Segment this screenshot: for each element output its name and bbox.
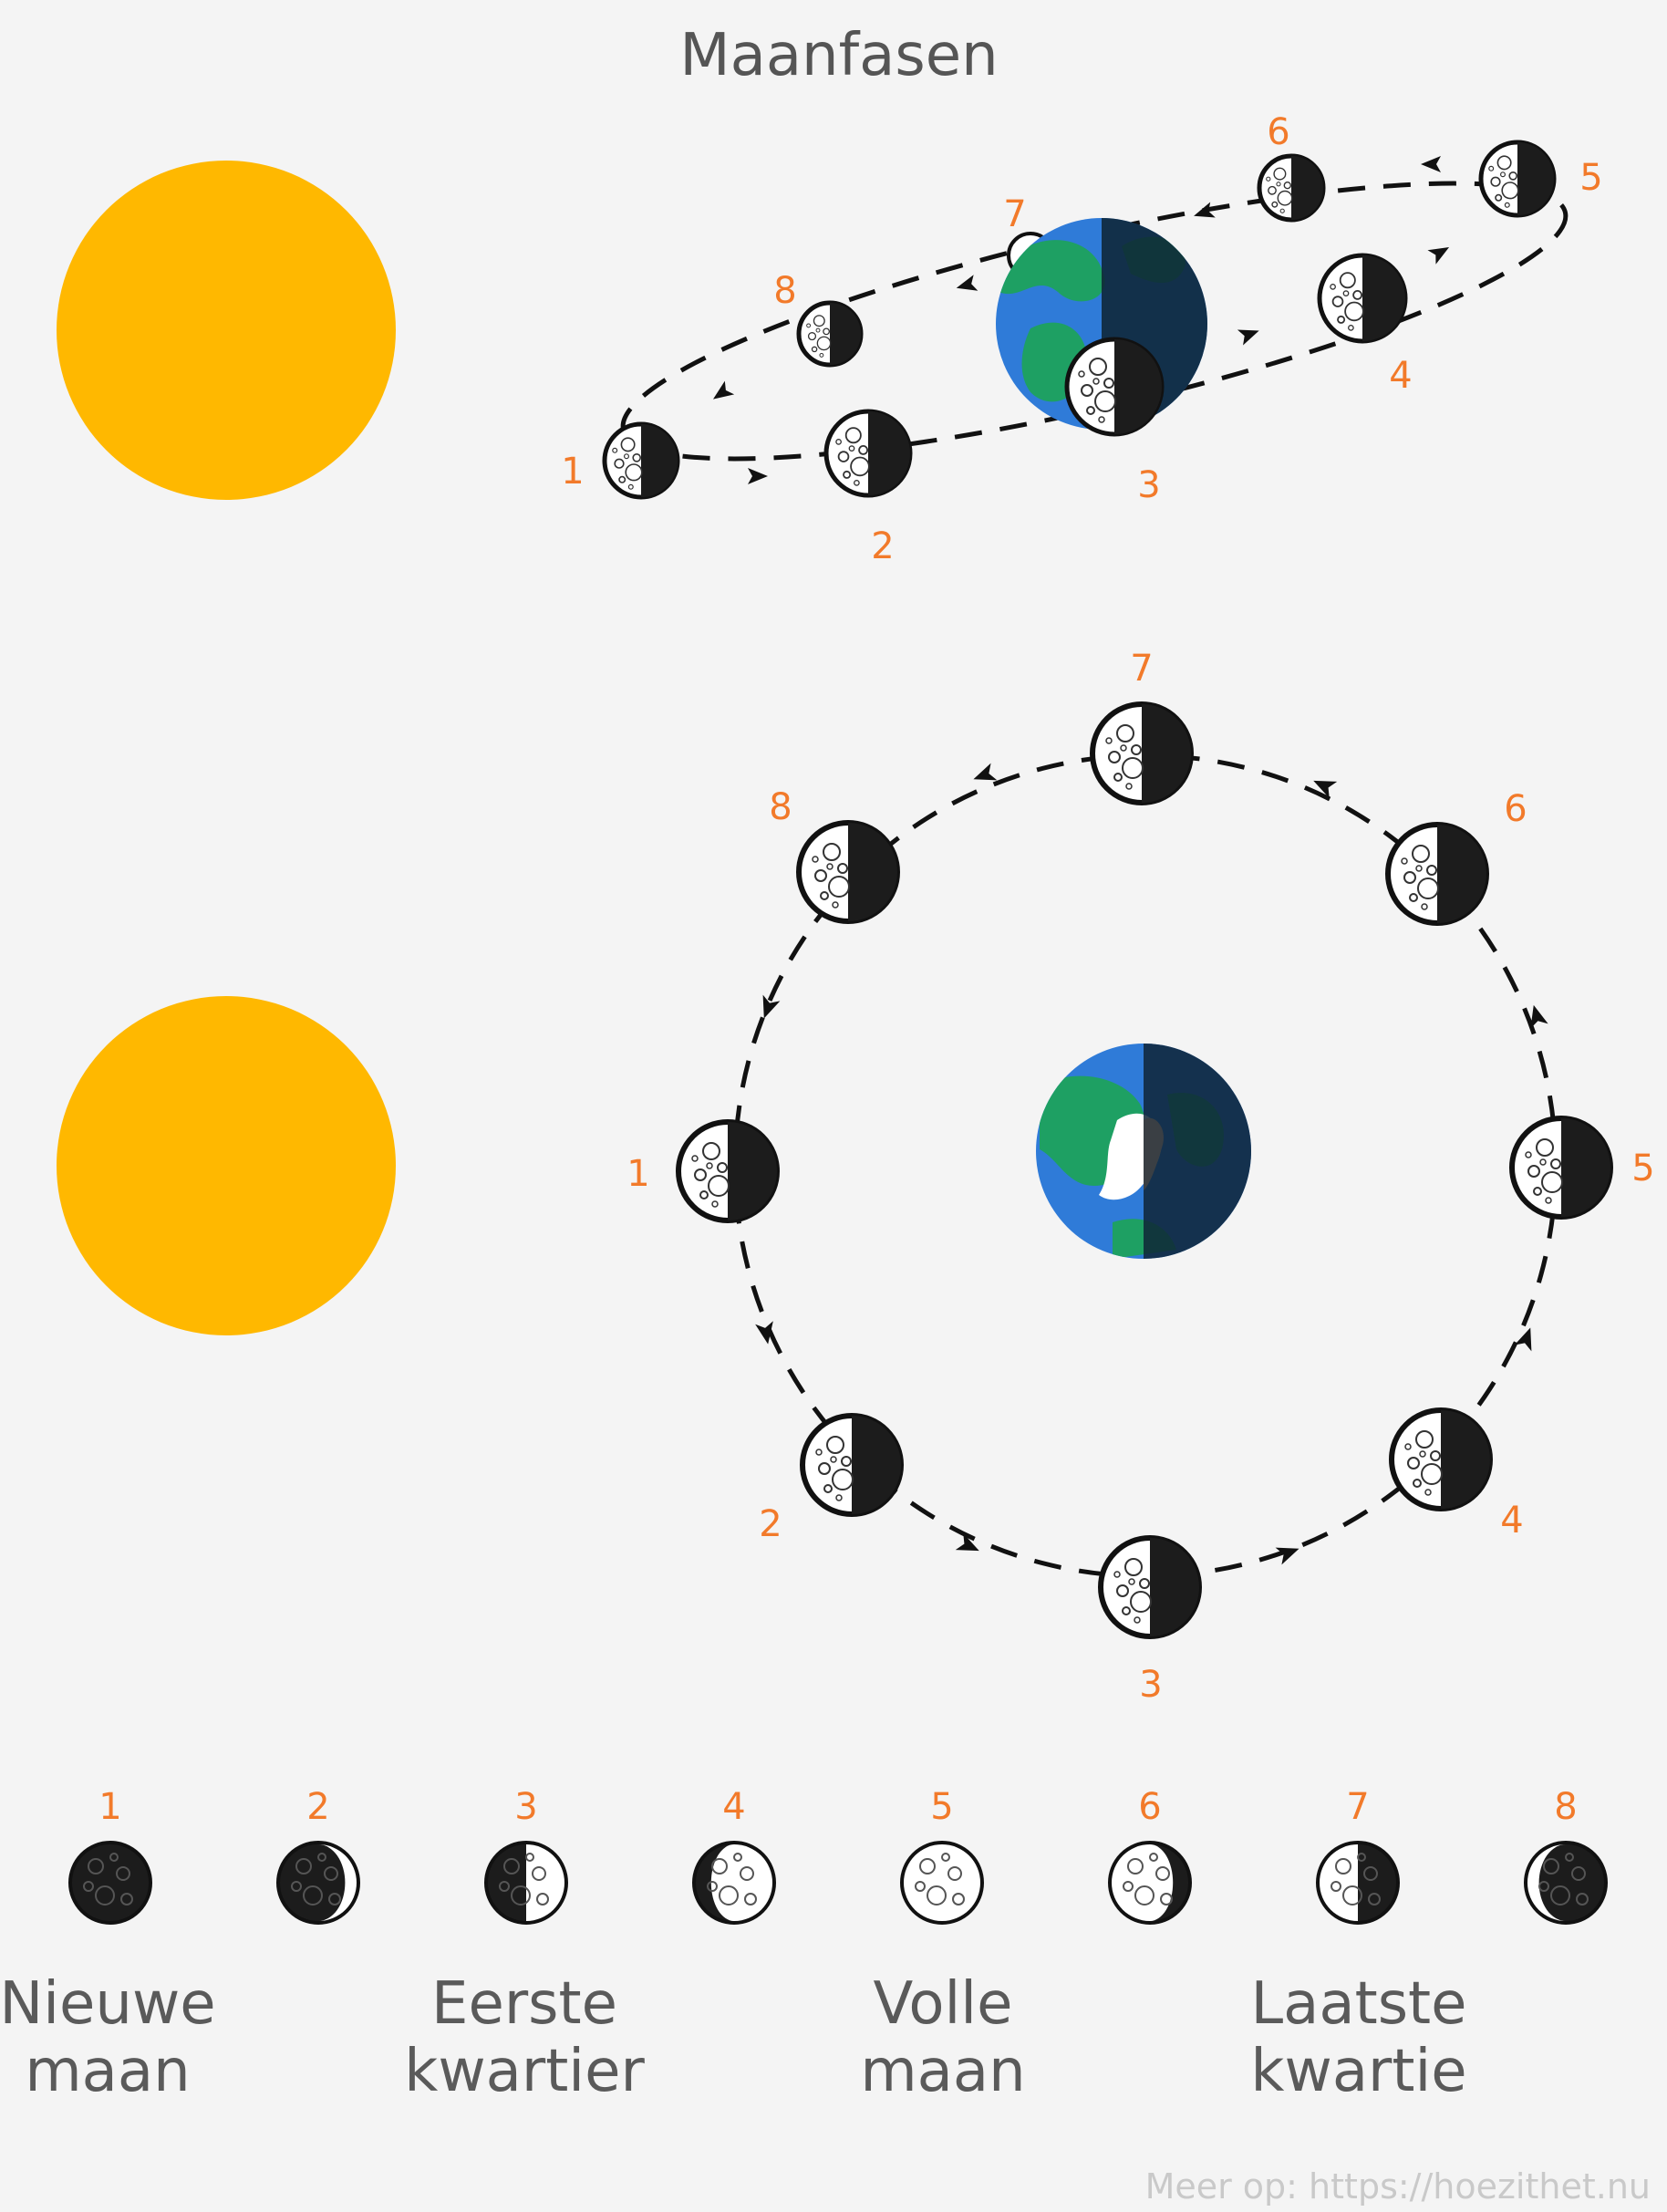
phase-strip-moon-7 (1316, 1841, 1400, 1925)
phase-name-new-line1: Nieuwe (0, 1970, 216, 2038)
perspective-moon-3 (1064, 337, 1165, 437)
top-number-7: 7 (1003, 193, 1026, 235)
top-number-6: 6 (1267, 111, 1289, 153)
phase-name-first-line2: kwartier (404, 2038, 645, 2105)
phase-name-full-line1: Volle (874, 1970, 1013, 2038)
phase-strip-moon-2 (276, 1841, 360, 1925)
middle-number-2: 2 (759, 1503, 782, 1545)
perspective-moon-2 (823, 409, 913, 498)
middle-number-8: 8 (769, 786, 792, 828)
perspective-diagram: 1 2 3 4 5 6 7 8 (57, 111, 1603, 567)
phase-strip-number-4: 4 (722, 1786, 745, 1828)
sun-middle (57, 996, 396, 1335)
credit-link[interactable]: Meer op: https://hoezithet.nu (1145, 2166, 1651, 2207)
phase-strip-number-2: 2 (306, 1786, 329, 1828)
topdown-moon-2 (800, 1413, 904, 1517)
phase-strip-number-1: 1 (98, 1786, 121, 1828)
phase-strip-moon-3 (484, 1841, 568, 1925)
perspective-moon-8 (796, 300, 864, 368)
middle-number-3: 3 (1139, 1664, 1162, 1706)
phase-strip-moon-1 (68, 1841, 152, 1925)
topdown-moon-6 (1385, 822, 1489, 926)
phase-strip-number-6: 6 (1138, 1786, 1161, 1828)
perspective-orbit-arrows (712, 156, 1450, 484)
top-number-8: 8 (773, 270, 796, 312)
perspective-moon-6 (1257, 153, 1326, 223)
topdown-moon-5 (1509, 1116, 1613, 1220)
sun-top (57, 161, 396, 500)
perspective-moon-5 (1478, 140, 1557, 218)
phase-name-last-line2: kwartie (1250, 2038, 1466, 2105)
page-title: Maanfasen (679, 22, 998, 89)
middle-number-5: 5 (1631, 1148, 1654, 1189)
phase-strip-moon-8 (1524, 1841, 1608, 1925)
topdown-moon-1 (676, 1119, 780, 1223)
phase-strip-number-3: 3 (514, 1786, 537, 1828)
phase-strip-number-5: 5 (930, 1786, 953, 1828)
phase-strip-moon-4 (692, 1841, 776, 1925)
phase-name-first-line1: Eerste (431, 1970, 617, 2038)
topdown-moon-3 (1098, 1535, 1202, 1639)
phase-strip-moon-5 (900, 1841, 984, 1925)
topdown-diagram: 1 2 3 4 5 6 7 8 (57, 648, 1655, 1706)
middle-number-4: 4 (1500, 1500, 1523, 1542)
top-number-4: 4 (1389, 355, 1412, 397)
phase-name-last-line1: Laatste (1251, 1970, 1467, 2038)
perspective-moon-4 (1317, 253, 1408, 344)
top-number-5: 5 (1579, 157, 1602, 199)
middle-number-1: 1 (626, 1153, 649, 1195)
middle-number-6: 6 (1504, 788, 1527, 830)
phase-names: Nieuwe maan Eerste kwartier Volle maan L… (0, 1970, 1467, 2105)
topdown-orbit-arrows (755, 763, 1548, 1565)
phase-name-new-line2: maan (25, 2038, 190, 2105)
topdown-moon-8 (796, 820, 900, 924)
middle-number-7: 7 (1130, 648, 1153, 690)
phase-strip-number-8: 8 (1554, 1786, 1577, 1828)
top-number-1: 1 (561, 451, 584, 493)
phase-name-full-line2: maan (860, 2038, 1025, 2105)
phase-strip-number-7: 7 (1346, 1786, 1369, 1828)
topdown-moon-4 (1389, 1407, 1493, 1511)
earth-middle (1036, 1044, 1251, 1259)
phase-strip-moon-6 (1108, 1841, 1192, 1925)
perspective-moon-1 (602, 421, 680, 500)
top-number-3: 3 (1137, 464, 1160, 506)
phase-strip: 1 2 3 4 5 6 7 8 (68, 1786, 1608, 1925)
topdown-moon-7 (1090, 701, 1194, 805)
top-number-2: 2 (871, 525, 894, 567)
